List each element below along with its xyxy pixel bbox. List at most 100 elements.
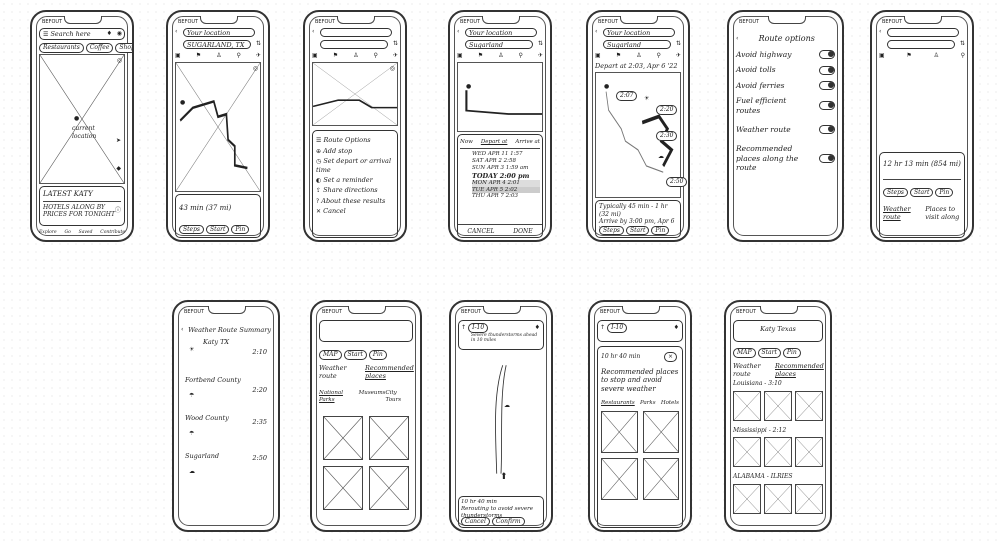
ride-icon[interactable]: ✈ [675, 52, 681, 59]
pin-button[interactable]: Pin [231, 224, 250, 234]
map-button[interactable]: MAP [733, 348, 756, 358]
chip-hotels[interactable]: Hotels [660, 399, 679, 406]
nav-go[interactable]: Go [64, 230, 71, 235]
transit-icon[interactable]: ⚑ [615, 52, 622, 59]
tab-now[interactable]: Now [460, 139, 473, 145]
chip-restaurants[interactable]: Restaurants [601, 399, 635, 406]
from-field[interactable]: Your location [183, 28, 255, 37]
start-button[interactable]: Start [757, 348, 781, 358]
search-input[interactable]: ☰ Search here ♦ ◉ [39, 28, 125, 40]
swap-icon[interactable]: ⇅ [959, 40, 965, 47]
transit-icon[interactable]: ⚑ [332, 52, 339, 59]
steps-button[interactable]: Steps [599, 225, 624, 235]
back-icon[interactable]: ‹ [312, 28, 315, 35]
chip-museums[interactable]: Museums [358, 390, 386, 396]
place-thumbnail[interactable] [642, 410, 679, 453]
start-button[interactable]: Start [910, 187, 934, 198]
place-thumbnail[interactable] [795, 437, 823, 467]
back-icon[interactable]: ‹ [595, 28, 598, 35]
tab-arrive-at[interactable]: Arrive at [515, 139, 540, 145]
place-thumbnail[interactable] [733, 437, 761, 467]
steps-button[interactable]: Steps [883, 187, 908, 198]
time-option[interactable]: SUN APR 3 1:59 am [472, 164, 529, 171]
toggle-switch[interactable] [819, 153, 835, 163]
menu-reminder[interactable]: ◐ Set a reminder [316, 176, 394, 185]
time-option[interactable]: WED APR 11 1:57 [472, 150, 523, 157]
pin-button[interactable]: Pin [651, 225, 670, 235]
option-fuel-efficient[interactable]: Fuel efficient routes [736, 96, 835, 115]
swap-icon[interactable]: ⇅ [537, 40, 543, 47]
toggle-switch[interactable] [819, 50, 835, 60]
start-button[interactable]: Start [343, 350, 367, 360]
map-button[interactable]: MAP [319, 350, 342, 360]
tab-weather-route[interactable]: Weather route [319, 364, 347, 381]
menu-route-options[interactable]: ☰ Route Options [316, 136, 394, 145]
ride-icon[interactable]: ✈ [537, 52, 543, 59]
time-option-selected[interactable]: TODAY 2:00 pm [472, 171, 530, 180]
walk-icon[interactable]: ♙ [636, 52, 642, 59]
bike-icon[interactable]: ⚲ [373, 52, 378, 59]
to-field[interactable]: SUGARLAND, TX [183, 40, 251, 49]
chip-shop[interactable]: Shop [115, 43, 132, 53]
car-icon[interactable]: ▣ [175, 52, 181, 59]
ride-icon[interactable]: ✈ [255, 52, 261, 59]
route-summary-sheet[interactable]: Typically 45 min - 1 hr (32 mi) Arrive b… [595, 200, 681, 238]
bike-icon[interactable]: ⚲ [656, 52, 661, 59]
option-avoid-ferries[interactable]: Avoid ferries [736, 81, 835, 90]
place-thumbnail[interactable] [369, 466, 409, 510]
start-button[interactable]: Start [626, 225, 650, 235]
directions-icon[interactable]: ◆ [116, 165, 121, 172]
bike-icon[interactable]: ⚲ [518, 52, 523, 59]
transit-icon[interactable]: ⚑ [477, 52, 484, 59]
from-field[interactable] [320, 28, 392, 37]
back-icon[interactable]: ‹ [457, 28, 460, 35]
time-list[interactable]: WED APR 11 1:57 SAT APR 2 2:58 SUN APR 3… [460, 151, 540, 200]
nav-map[interactable]: ☁ ⬆ [458, 352, 544, 492]
toggle-switch[interactable] [819, 65, 835, 75]
place-thumbnail[interactable] [764, 483, 792, 514]
tab-depart-at[interactable]: Depart at [480, 139, 508, 145]
pin-button[interactable]: Pin [935, 187, 954, 198]
swap-icon[interactable]: ⇅ [255, 40, 261, 47]
stop-item[interactable]: Sugarland ☁ 2:50 [185, 452, 271, 490]
menu-add-stop[interactable]: ⊕ Add stop [316, 147, 394, 156]
transit-icon[interactable]: ⚑ [195, 52, 202, 59]
from-field[interactable]: Your location [465, 28, 537, 37]
tab-places[interactable]: Places to visit along [925, 205, 960, 222]
mic-icon[interactable]: ♦ [534, 324, 540, 331]
walk-icon[interactable]: ♙ [353, 52, 359, 59]
tab-recommended-places[interactable]: Recommended places [365, 364, 414, 381]
chip-restaurants[interactable]: Restaurants [39, 43, 84, 53]
back-icon[interactable]: ‹ [736, 35, 739, 43]
place-thumbnail[interactable] [601, 457, 638, 500]
pin-button[interactable]: Pin [782, 348, 801, 358]
swap-icon[interactable]: ⇅ [675, 40, 681, 47]
pin-button[interactable]: Pin [368, 350, 387, 360]
chip-city-tours[interactable]: City Tours [385, 390, 402, 403]
menu-about[interactable]: ? About these results [316, 197, 394, 206]
exit-button[interactable]: ⨯ [663, 352, 677, 362]
menu-share[interactable]: ⇪ Share directions [316, 186, 394, 195]
tab-weather-route[interactable]: Weather route [883, 205, 911, 222]
done-button[interactable]: DONE [513, 227, 533, 235]
mic-icon[interactable]: ♦ [106, 30, 112, 37]
to-field[interactable]: Sugarland [603, 40, 671, 49]
nav-contribute[interactable]: Contribute [100, 230, 125, 235]
stop-item[interactable]: Wood County ☂ 2:35 [185, 414, 271, 452]
chip-parks[interactable]: Parks [640, 399, 656, 406]
place-thumbnail[interactable] [323, 466, 363, 510]
start-button[interactable]: Start [206, 224, 230, 234]
chip-national-parks[interactable]: National Parks [319, 390, 343, 403]
to-field[interactable]: Sugarland [465, 40, 533, 49]
option-avoid-highway[interactable]: Avoid highway [736, 50, 835, 60]
tab-recommended-places[interactable]: Recommended places [775, 362, 824, 379]
from-field[interactable] [887, 28, 959, 37]
suggestions-sheet[interactable]: 10 hr 40 min ⨯ Recommended places to sto… [597, 346, 683, 528]
car-icon[interactable]: ▣ [595, 52, 601, 59]
time-option[interactable]: THU APR 7 2:03 [472, 193, 519, 200]
toggle-switch[interactable] [819, 125, 835, 135]
info-icon[interactable]: ⓘ [114, 207, 121, 214]
layers-icon[interactable]: ◎ [389, 65, 395, 72]
to-field[interactable] [887, 40, 955, 49]
